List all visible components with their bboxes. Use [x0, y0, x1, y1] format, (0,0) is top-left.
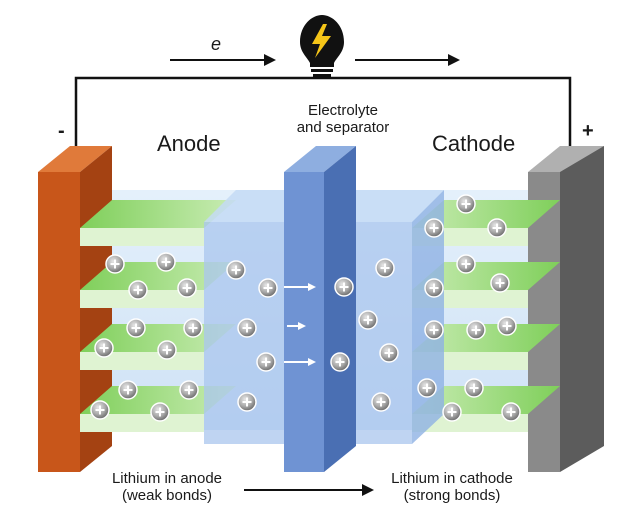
lithium-ion-icon: [442, 402, 462, 422]
light-bulb-icon: [300, 15, 344, 77]
lithium-ion-icon: [417, 378, 437, 398]
bottom-transfer-arrow: [244, 484, 374, 496]
lithium-anode-label: Lithium in anode (weak bonds): [111, 470, 223, 504]
lithium-ion-icon: [156, 252, 176, 272]
anode-layer: [80, 200, 236, 246]
lithium-ion-icon: [466, 320, 486, 340]
anode-label: Anode: [157, 131, 221, 156]
lithium-ion-icon: [226, 260, 246, 280]
lithium-ion-icon: [487, 218, 507, 238]
lithium-ion-icon: [334, 277, 354, 297]
lithium-ion-icon: [126, 318, 146, 338]
positive-terminal-label: +: [582, 120, 594, 142]
lithium-ion-icon: [177, 278, 197, 298]
lithium-ion-icon: [237, 318, 257, 338]
lithium-ion-icon: [179, 380, 199, 400]
negative-terminal-label: -: [58, 120, 65, 142]
anode-layers: [80, 200, 236, 432]
lithium-ion-icon: [94, 338, 114, 358]
lithium-ion-icon: [256, 352, 276, 372]
lithium-ion-icon: [237, 392, 257, 412]
lithium-ion-icon: [258, 278, 278, 298]
lithium-ion-icon: [379, 343, 399, 363]
electron-flow-arrow-right: [355, 54, 460, 66]
lithium-ion-icon: [128, 280, 148, 300]
electrolyte-label: Electrolyte and separator: [296, 102, 390, 136]
lithium-ion-icon: [424, 278, 444, 298]
cathode-label: Cathode: [432, 131, 516, 156]
lithium-ion-icon: [330, 352, 350, 372]
lithium-ion-icon: [424, 218, 444, 238]
external-circuit-wire: [74, 76, 572, 160]
lithium-ion-icon: [371, 392, 391, 412]
lithium-ions: [90, 194, 521, 422]
lithium-ion-icon: [456, 194, 476, 214]
lithium-ion-icon: [464, 378, 484, 398]
lithium-cathode-label: Lithium in cathode (strong bonds): [391, 470, 513, 504]
lithium-ion-icon: [497, 316, 517, 336]
lithium-ion-icon: [358, 310, 378, 330]
lithium-ion-icon: [105, 254, 125, 274]
lithium-ion-icon: [183, 318, 203, 338]
lithium-ion-icon: [490, 273, 510, 293]
ion-migration-arrows: [284, 283, 316, 366]
lithium-ion-icon: [157, 340, 177, 360]
separator: [284, 146, 356, 472]
lithium-ion-icon: [118, 380, 138, 400]
lithium-ion-icon: [90, 400, 110, 420]
lithium-ion-icon: [150, 402, 170, 422]
lithium-ion-icon: [375, 258, 395, 278]
lithium-ion-icon: [456, 254, 476, 274]
lithium-ion-icon: [424, 320, 444, 340]
lithium-ion-icon: [501, 402, 521, 422]
electron-flow-arrow-left: [170, 54, 276, 66]
cathode-plate: [528, 146, 604, 472]
electron-label: e: [211, 34, 222, 54]
